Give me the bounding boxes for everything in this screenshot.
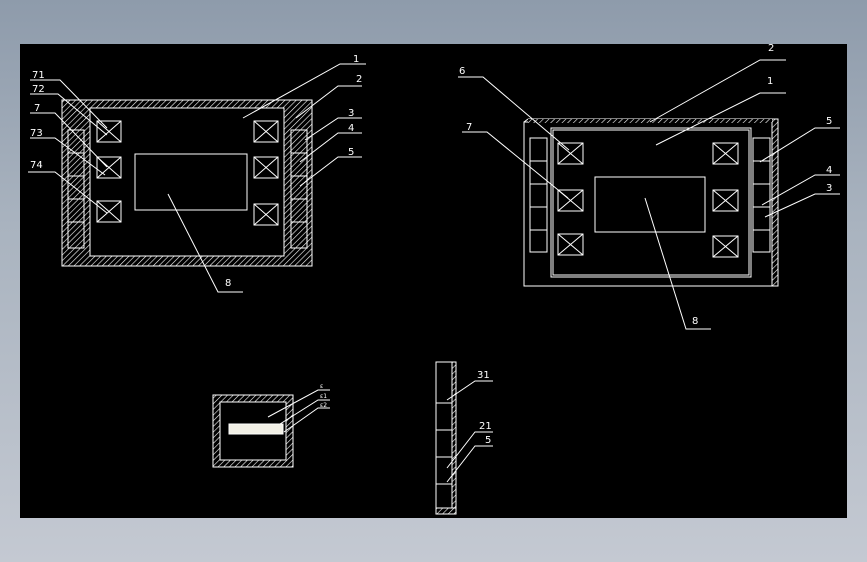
- inner-panel: [550, 127, 752, 278]
- right-center-window: [594, 176, 706, 233]
- label-epsilon-2: ε2: [320, 402, 327, 409]
- label-2: 2: [768, 44, 774, 54]
- strip-body: [435, 361, 453, 509]
- label-5: 5: [826, 116, 832, 127]
- label-4: 4: [826, 165, 832, 176]
- right-view: 6 7 2 1 5 4 3 8: [458, 43, 840, 330]
- right-labels: 6 7 2 1 5 4 3 8: [459, 43, 832, 327]
- left-view: 71 72 7 73 74 1 2 3 4 5 8: [28, 54, 366, 293]
- label-5: 5: [485, 435, 491, 446]
- label-1: 1: [767, 76, 773, 87]
- label-21: 21: [479, 421, 492, 432]
- plate-edge-hatch: [771, 118, 779, 287]
- small-section: ε ε1 ε2: [212, 383, 330, 468]
- crossed-box: [712, 235, 739, 258]
- crossed-box: [557, 233, 584, 256]
- crossed-box: [96, 120, 122, 143]
- crossed-box: [557, 142, 584, 165]
- label-73: 73: [30, 128, 43, 139]
- crossed-box: [253, 203, 279, 226]
- strip-hatch-right: [451, 361, 457, 515]
- left-frame-hatched-wall: [61, 99, 313, 267]
- small-section-bar: [228, 423, 284, 435]
- crossed-box: [712, 189, 739, 212]
- small-section-hatched-wall: [212, 394, 294, 468]
- right-leaders: [458, 59, 840, 330]
- drawing-canvas: 71 72 7 73 74 1 2 3 4 5 8: [20, 43, 847, 518]
- label-3: 3: [348, 108, 354, 119]
- left-side-column: [67, 129, 85, 249]
- label-8: 8: [225, 278, 231, 289]
- right-left-column: [529, 137, 548, 253]
- crossed-box: [96, 200, 122, 223]
- left-leaders: [28, 63, 366, 293]
- left-center-window: [134, 153, 248, 211]
- right-crossed-boxes: [557, 142, 739, 258]
- crossed-box: [253, 156, 279, 179]
- label-5: 5: [348, 147, 354, 158]
- label-6: 6: [459, 66, 465, 77]
- outer-plate: [523, 121, 773, 287]
- label-4: 4: [348, 123, 354, 134]
- right-side-column: [290, 129, 308, 249]
- label-epsilon-1: ε1: [320, 393, 327, 400]
- cad-drawing: 71 72 7 73 74 1 2 3 4 5 8: [28, 43, 840, 515]
- strip-hatch-bottom: [435, 507, 457, 515]
- plate-top-hatch: [528, 119, 772, 123]
- label-72: 72: [32, 84, 45, 95]
- label-3: 3: [826, 183, 832, 194]
- right-right-column: [752, 137, 771, 253]
- label-71: 71: [32, 70, 45, 81]
- label-2: 2: [356, 74, 362, 85]
- left-labels: 71 72 7 73 74 1 2 3 4 5 8: [30, 54, 362, 289]
- strip-section: 31 21 5: [435, 361, 493, 515]
- crossed-box: [253, 120, 279, 143]
- label-7: 7: [466, 122, 472, 133]
- left-crossed-boxes: [96, 120, 279, 226]
- label-1: 1: [353, 54, 359, 65]
- crossed-box: [712, 142, 739, 165]
- label-74: 74: [30, 160, 43, 171]
- label-epsilon: ε: [320, 383, 323, 390]
- label-7: 7: [34, 103, 40, 114]
- label-8: 8: [692, 316, 698, 327]
- label-31: 31: [477, 370, 490, 381]
